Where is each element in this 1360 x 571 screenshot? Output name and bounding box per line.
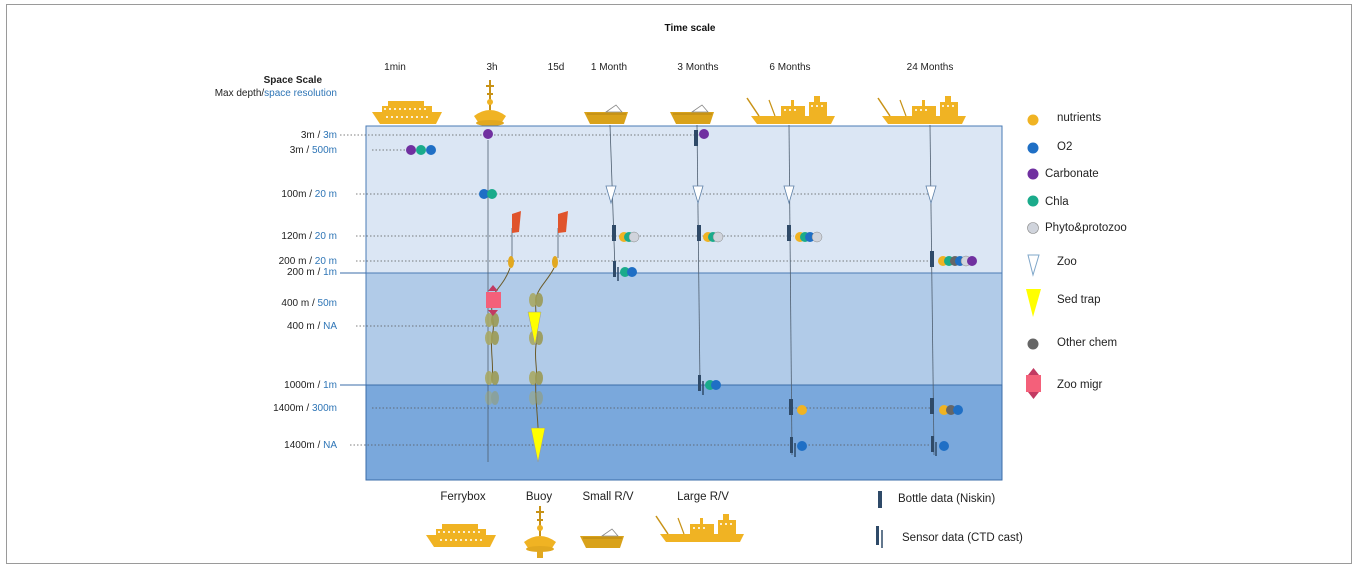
zoo-marker — [692, 185, 704, 205]
data-type-label: Sensor data (CTD cast) — [902, 532, 1023, 544]
buoy-icon — [523, 505, 557, 559]
ferry-ship-icon — [372, 101, 442, 124]
depth-row-label: 400 m / 50m — [281, 298, 337, 309]
cast-3-months — [692, 129, 724, 396]
platform-legend: Ferrybox Buoy Small R/V Large R/V — [426, 491, 745, 559]
chla-marker — [487, 189, 497, 199]
depth-row-label: 200 m / 20 m — [279, 256, 337, 267]
time-label: 1min — [384, 62, 406, 73]
depth-row-label: 200 m / 1m — [287, 267, 337, 278]
large-research-vessel-icon — [877, 95, 967, 125]
surface-layer — [365, 125, 1003, 274]
data-type-legend: Bottle data (Niskin) Sensor data (CTD ca… — [876, 491, 1023, 548]
bottle-marker — [930, 398, 934, 414]
sediment-trap-icon — [530, 427, 546, 463]
depth-row-label: 400 m / NA — [287, 321, 337, 332]
zoo-marker — [783, 185, 795, 205]
large-research-vessel-icon — [746, 95, 836, 125]
flag-icon — [512, 211, 521, 233]
zoo-marker — [605, 185, 617, 205]
chla-marker — [416, 145, 426, 155]
bottle-marker — [930, 251, 934, 267]
depth-row-label: 1400m / NA — [284, 440, 337, 451]
legend-label: O2 — [1057, 141, 1072, 153]
legend-label: Phyto&protozoo — [1045, 222, 1127, 234]
cast-1-month — [605, 185, 640, 282]
mesopelagic-layer — [365, 272, 1003, 386]
carbonate-marker — [483, 129, 493, 139]
time-label: 15d — [548, 62, 565, 73]
depth-row-label: 120m / 20 m — [281, 231, 337, 242]
legend-phyto-icon — [1027, 222, 1039, 234]
legend-nutrients-icon — [1027, 114, 1039, 126]
figure-frame — [6, 4, 1352, 564]
large-research-vessel-icon — [655, 513, 745, 543]
legend-other-chem-icon — [1027, 338, 1039, 350]
space-scale-title: Space Scale — [264, 75, 323, 86]
platform-label: Buoy — [526, 491, 552, 503]
platform-label: Ferrybox — [440, 491, 486, 503]
bottle-marker — [787, 225, 791, 241]
o2-marker — [479, 189, 489, 199]
depth-row-label: 1000m / 1m — [284, 380, 337, 391]
legend-label: Chla — [1045, 196, 1069, 208]
legend-label: Other chem — [1057, 337, 1117, 349]
legend-label: Zoo migr — [1057, 379, 1103, 391]
buoy-icon — [473, 79, 507, 133]
depth-labels: 3m / 3m 3m / 500m 100m / 20 m 120m / 20 … — [273, 130, 337, 451]
sensor-data-icon — [876, 526, 879, 545]
legend-zoo-icon — [1027, 254, 1040, 277]
time-label: 24 Months — [907, 62, 954, 73]
data-type-label: Bottle data (Niskin) — [898, 493, 995, 505]
platform-label: Small R/V — [582, 491, 633, 503]
time-label: 3h — [486, 62, 497, 73]
mooring-buoy — [527, 211, 568, 463]
zoo-migration-icon — [486, 292, 501, 308]
small-research-vessel-icon — [669, 104, 715, 125]
time-scale-title: Time scale — [665, 23, 716, 34]
space-scale-subtitle-resolution: space resolution — [264, 88, 337, 99]
legend-label: Carbonate — [1045, 168, 1099, 180]
bottle-marker — [694, 130, 698, 146]
small-research-vessel-icon — [579, 528, 625, 549]
legend-sed-trap-icon — [1026, 289, 1041, 317]
flag-icon — [558, 211, 568, 233]
depth-row-label: 100m / 20 m — [281, 189, 337, 200]
space-scale-subtitle-depth: Max depth/ — [215, 88, 265, 99]
time-label: 6 Months — [769, 62, 810, 73]
legend-chla-icon — [1027, 195, 1039, 207]
sediment-trap-icon — [527, 311, 542, 346]
legend-label: Sed trap — [1057, 294, 1100, 306]
space-scale-subtitle: Max depth/space resolution — [215, 88, 337, 99]
time-labels: 1min 3h 15d 1 Month 3 Months 6 Months 24… — [384, 62, 953, 73]
cast-24-months — [925, 185, 977, 457]
cast-6-months — [783, 185, 823, 458]
depth-row-label: 3m / 500m — [290, 145, 337, 156]
ferry-ship-icon — [426, 524, 496, 547]
ferrybox-samples — [406, 145, 436, 155]
bottle-marker — [612, 225, 616, 241]
depth-row-label: 3m / 3m — [301, 130, 337, 141]
platform-label: Large R/V — [677, 491, 729, 503]
carbonate-marker — [406, 145, 416, 155]
legend-zoo-migr-icon — [1026, 368, 1041, 399]
legend-label: Zoo — [1057, 256, 1077, 268]
o2-marker — [426, 145, 436, 155]
deep-layer — [365, 384, 1003, 481]
legend-label: nutrients — [1057, 112, 1101, 124]
legend-carbonate-icon — [1027, 168, 1039, 180]
bottle-marker — [697, 225, 701, 241]
bottle-data-icon — [878, 491, 882, 508]
legend-o2-icon — [1027, 142, 1039, 154]
bottle-marker — [789, 399, 793, 415]
time-label: 1 Month — [591, 62, 627, 73]
time-label: 3 Months — [677, 62, 718, 73]
mooring-ferry — [485, 211, 521, 405]
legend: nutrients O2 Carbonate Chla Phyto&protoz… — [1026, 112, 1127, 399]
depth-row-label: 1400m / 300m — [273, 403, 337, 414]
zoo-marker — [925, 185, 937, 205]
small-research-vessel-icon — [583, 104, 629, 125]
